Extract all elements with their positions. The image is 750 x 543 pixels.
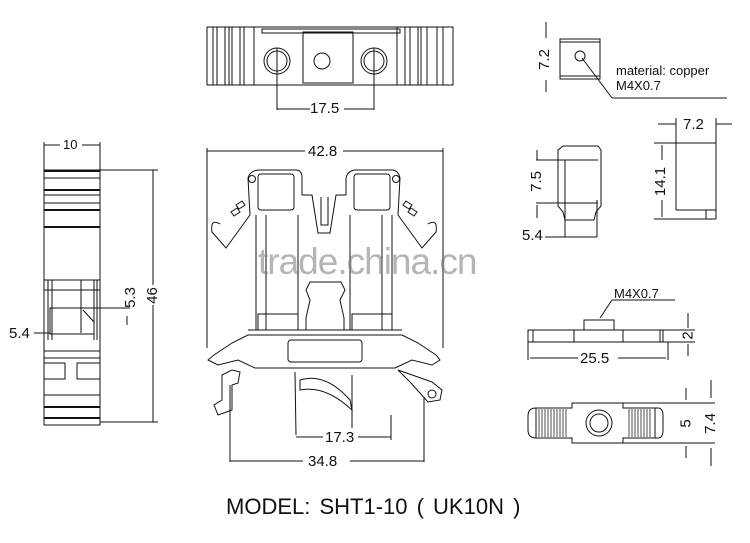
clamp-top-view bbox=[545, 22, 727, 99]
dim-foot-span: 34.8 bbox=[308, 453, 338, 470]
dim-bar-thickness: 2 bbox=[679, 331, 697, 340]
dim-bar-length: 25.5 bbox=[580, 350, 610, 367]
dim-opening-width: 5.4 bbox=[9, 325, 30, 342]
bar-top-view bbox=[527, 380, 715, 466]
dim-clamp-front-height: 7.5 bbox=[527, 171, 545, 192]
thread-label: M4X0.7 bbox=[616, 78, 661, 93]
clamp-side-view bbox=[654, 118, 732, 220]
top-view bbox=[206, 26, 454, 110]
clamp-front-view bbox=[536, 145, 602, 238]
bar-thread-label: M4X0.7 bbox=[614, 286, 659, 301]
dim-clamp-side-height: 14.1 bbox=[652, 166, 670, 197]
dim-clamp-side-width: 7.2 bbox=[683, 116, 704, 133]
bar-side-view bbox=[527, 299, 695, 360]
dim-clamp-top-height: 7.2 bbox=[535, 49, 553, 70]
watermark: trade.china.cn bbox=[258, 241, 477, 282]
dim-side-height: 46 bbox=[143, 287, 161, 304]
dim-inner-foot: 17.3 bbox=[325, 429, 355, 446]
dim-opening-height: 5.3 bbox=[121, 287, 139, 308]
dim-bar-inner: 5 bbox=[677, 419, 695, 428]
dim-clamp-front-width: 5.4 bbox=[522, 227, 543, 244]
dim-side-width: 10 bbox=[63, 137, 78, 152]
side-view bbox=[34, 142, 158, 426]
dim-total-width: 42.8 bbox=[308, 143, 338, 160]
model-title: MODEL: SHT1-10 ( UK10N ) bbox=[226, 494, 521, 519]
dim-bar-outer: 7.4 bbox=[701, 413, 719, 434]
material-label: material: copper bbox=[616, 63, 710, 78]
front-view bbox=[206, 148, 444, 462]
dim-screw-spacing: 17.5 bbox=[310, 100, 340, 117]
